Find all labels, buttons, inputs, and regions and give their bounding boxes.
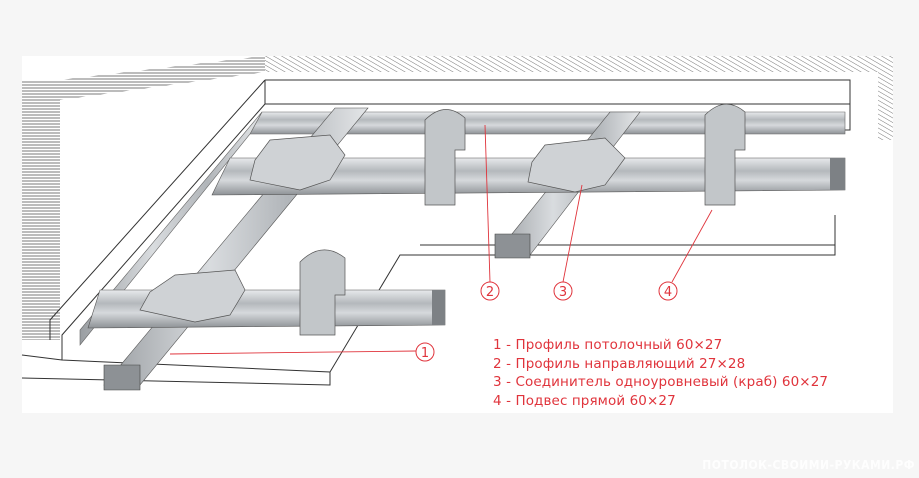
callout-label: 3 [559,285,567,300]
legend-item: 3 - Соединитель одноуровневый (краб) 60×… [493,374,829,390]
callout-label: 1 [421,346,429,361]
callout-4: 4 [658,281,678,301]
legend-item: 2 - Профиль направляющий 27×28 [493,355,746,372]
watermark: ПОТОЛОК-СВОИМИ-РУКАМИ.РФ [702,458,915,472]
legend-item: 1 - Профиль потолочный 60×27 [493,337,723,353]
callout-label: 2 [486,285,494,300]
legend: 1 - Профиль потолочный 60×27 2 - Профиль… [493,336,828,410]
callout-2: 2 [480,281,500,301]
callout-1: 1 [415,342,435,362]
crab-connectors [139,134,626,323]
legend-item: 4 - Подвес прямой 60×27 [493,392,676,409]
callout-label: 4 [664,285,672,300]
callout-3: 3 [553,281,573,301]
ceiling-hatching [22,56,893,340]
guide-profile [79,111,846,346]
direct-hangers [299,103,746,336]
callout-lines [169,124,713,355]
